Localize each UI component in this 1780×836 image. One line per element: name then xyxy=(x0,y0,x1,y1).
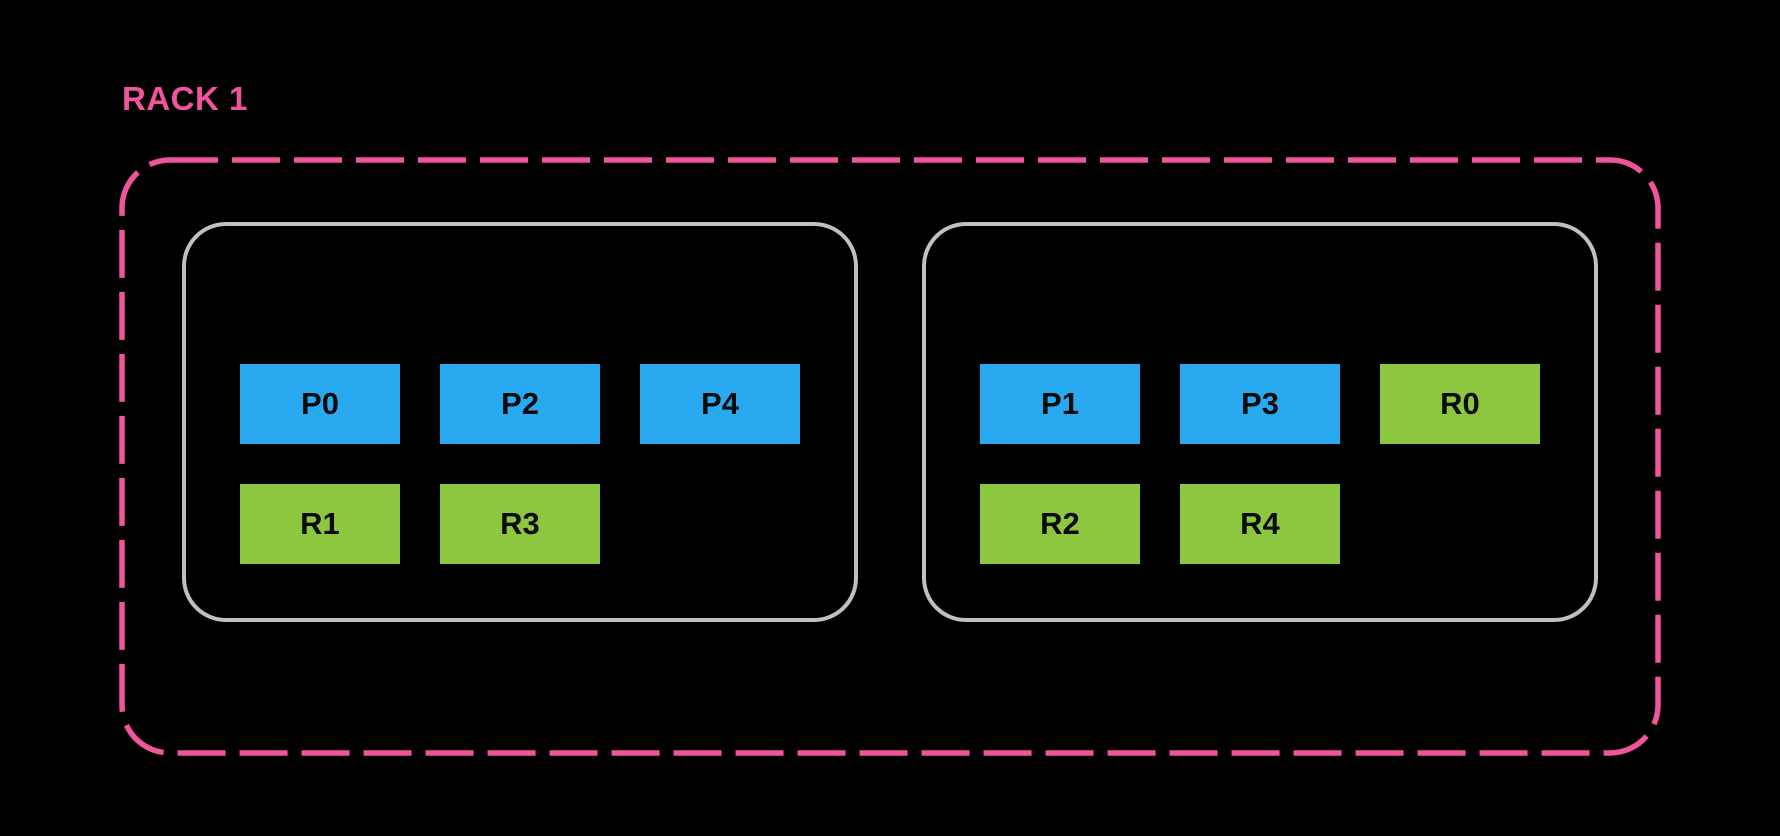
rack-dashed-boundary xyxy=(119,157,1661,756)
slot-R1: R1 xyxy=(240,484,400,564)
slot-P1: P1 xyxy=(980,364,1140,444)
slot-R3: R3 xyxy=(440,484,600,564)
slot-R2: R2 xyxy=(980,484,1140,564)
rack-dashed-border-rect xyxy=(119,157,1661,756)
slot-P0: P0 xyxy=(240,364,400,444)
slot-P3: P3 xyxy=(1180,364,1340,444)
slot-R4: R4 xyxy=(1180,484,1340,564)
slot-P2: P2 xyxy=(440,364,600,444)
slot-P4: P4 xyxy=(640,364,800,444)
slot-R0: R0 xyxy=(1380,364,1540,444)
rack-title: RACK 1 xyxy=(122,80,248,117)
